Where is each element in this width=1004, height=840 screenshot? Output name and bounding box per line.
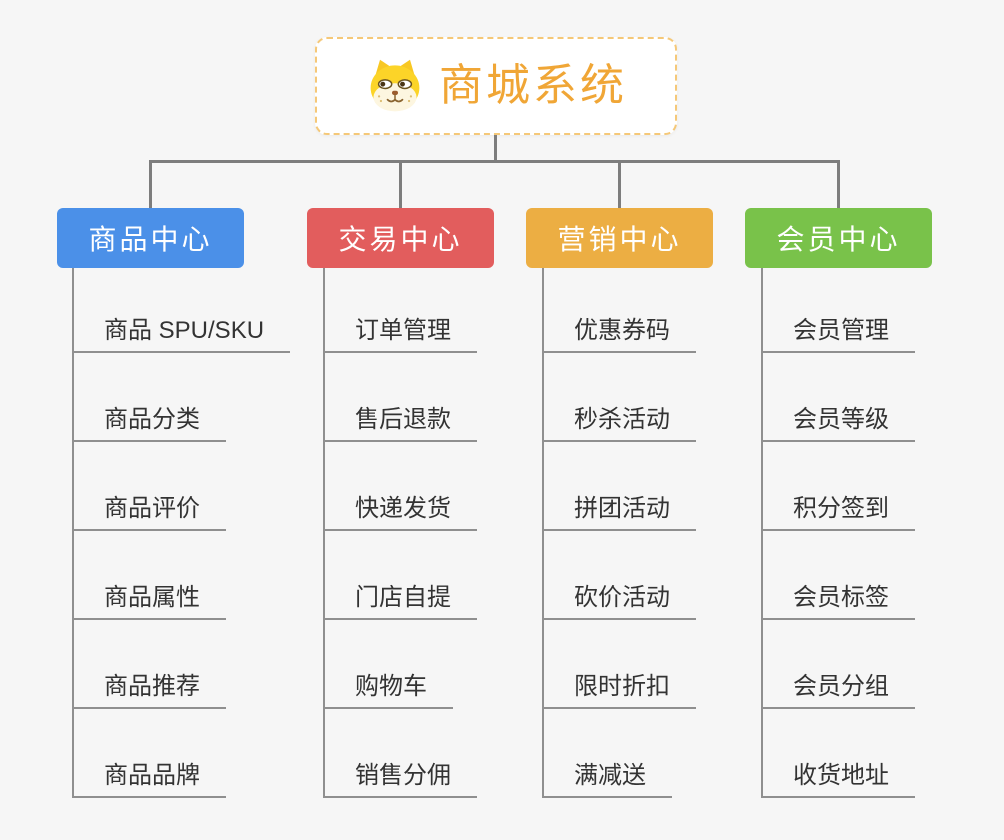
mindmap-node[interactable]: 砍价活动 [542,585,696,620]
root-title: 商城系统 [439,61,627,110]
connector-drop-3 [618,160,621,210]
mindmap-node[interactable]: 会员标签 [761,585,915,620]
connector-drop-2 [399,160,402,210]
mindmap-node[interactable]: 秒杀活动 [542,407,696,442]
mindmap-node[interactable]: 商品 SPU/SKU [72,318,291,353]
mindmap-node[interactable]: 订单管理 [323,318,477,353]
mindmap-node[interactable]: 商品分类 [72,407,226,442]
branch-product-center[interactable]: 商品中心 [57,208,244,268]
mindmap-node[interactable]: 优惠券码 [542,318,696,353]
branch-member-center[interactable]: 会员中心 [745,208,932,268]
connector-root-stub [494,135,497,162]
mindmap-node[interactable]: 拼团活动 [542,496,696,531]
mindmap-node[interactable]: 积分签到 [761,496,915,531]
mindmap-node[interactable]: 满减送 [542,763,672,798]
branch-spine-1 [72,268,74,798]
mindmap-node[interactable]: 会员分组 [761,674,915,709]
mindmap-node[interactable]: 销售分佣 [323,763,477,798]
mindmap-node[interactable]: 快递发货 [323,496,477,531]
mindmap-node[interactable]: 售后退款 [323,407,477,442]
root-node[interactable]: 商城系统 [315,37,677,135]
mindmap-node[interactable]: 门店自提 [323,585,477,620]
branch-trade-center[interactable]: 交易中心 [307,208,494,268]
dog-face-icon [370,59,420,112]
mindmap-node[interactable]: 购物车 [323,674,453,709]
mindmap-node[interactable]: 商品推荐 [72,674,226,709]
mindmap-node[interactable]: 限时折扣 [542,674,696,709]
mindmap-node[interactable]: 会员管理 [761,318,915,353]
mindmap-node[interactable]: 收货地址 [761,763,915,798]
branch-spine-4 [761,268,763,798]
connector-drop-4 [837,160,840,210]
connector-drop-1 [149,160,152,210]
mindmap-node[interactable]: 商品评价 [72,496,226,531]
connector-rail [149,160,840,163]
mindmap-node[interactable]: 商品属性 [72,585,226,620]
branch-spine-2 [323,268,325,798]
branch-spine-3 [542,268,544,798]
mindmap-node[interactable]: 会员等级 [761,407,915,442]
branch-marketing-center[interactable]: 营销中心 [526,208,713,268]
mindmap-node[interactable]: 商品品牌 [72,763,226,798]
